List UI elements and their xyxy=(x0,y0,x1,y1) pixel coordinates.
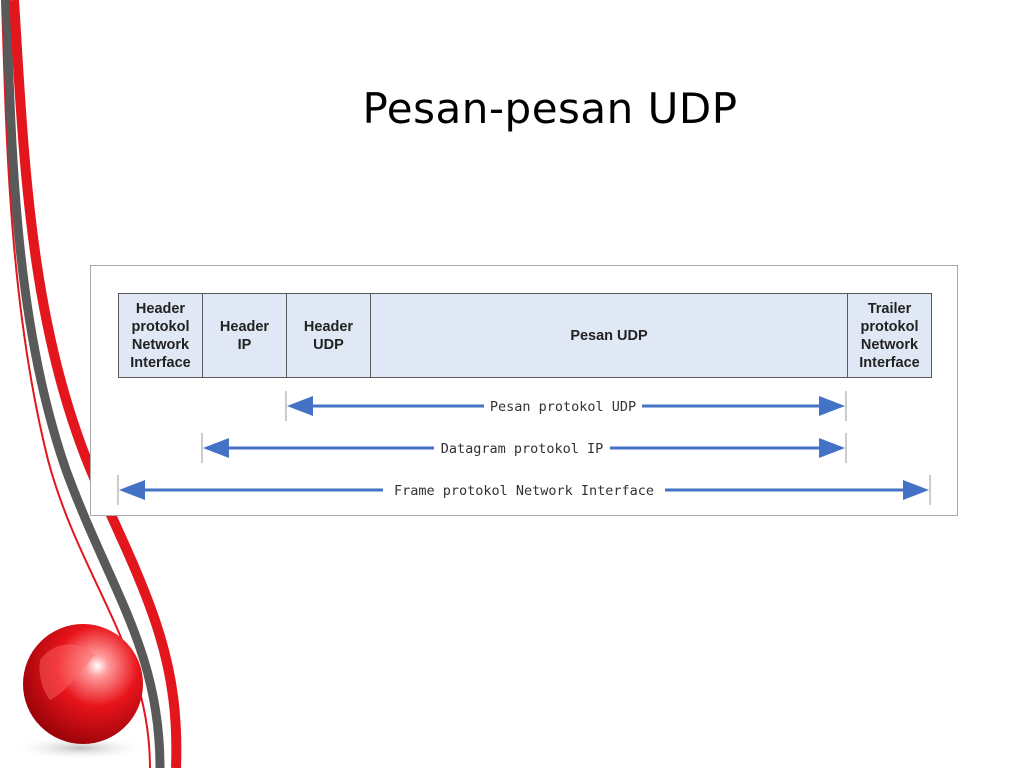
arrow-frame-head-left xyxy=(119,480,145,500)
globe-shadow xyxy=(10,736,150,760)
arrow-udp-label-bg xyxy=(484,396,642,416)
slide-title: Pesan-pesan UDP xyxy=(362,84,738,133)
arrow-frame-label-bg xyxy=(383,480,665,500)
segment-header-network-interface: Header protokol Network Interface xyxy=(119,294,203,377)
globe-land-highlight xyxy=(39,644,95,700)
arrow-ip-label-bg xyxy=(434,438,610,458)
arrow-ip-label: Datagram protokol IP xyxy=(441,441,604,457)
segment-pesan-udp: Pesan UDP xyxy=(371,294,848,377)
segment-header-ip: Header IP xyxy=(203,294,287,377)
arrow-udp-label: Pesan protokol UDP xyxy=(490,399,636,415)
arrow-udp-head-right xyxy=(819,396,845,416)
segment-header-udp: Header UDP xyxy=(287,294,371,377)
arrow-pesan-protokol-udp: Pesan protokol UDP xyxy=(285,391,847,421)
arrow-udp-head-left xyxy=(287,396,313,416)
arrow-frame-label: Frame protokol Network Interface xyxy=(394,483,654,499)
gray-swoosh xyxy=(1,0,165,768)
udp-message-diagram: Header protokol Network Interface Header… xyxy=(90,265,958,516)
arrow-frame-head-right xyxy=(903,480,929,500)
span-arrows: Pesan protokol UDP Datagram protokol IP xyxy=(117,391,931,505)
arrow-frame-protokol-network-interface: Frame protokol Network Interface xyxy=(117,475,931,505)
segment-trailer-network-interface: Trailer protokol Network Interface xyxy=(848,294,931,377)
arrow-ip-head-left xyxy=(203,438,229,458)
arrow-datagram-protokol-ip: Datagram protokol IP xyxy=(201,433,847,463)
red-globe-icon xyxy=(23,624,143,744)
arrow-ip-head-right xyxy=(819,438,845,458)
frame-segments: Header protokol Network Interface Header… xyxy=(118,293,932,378)
red-swoosh-thick xyxy=(9,0,182,768)
